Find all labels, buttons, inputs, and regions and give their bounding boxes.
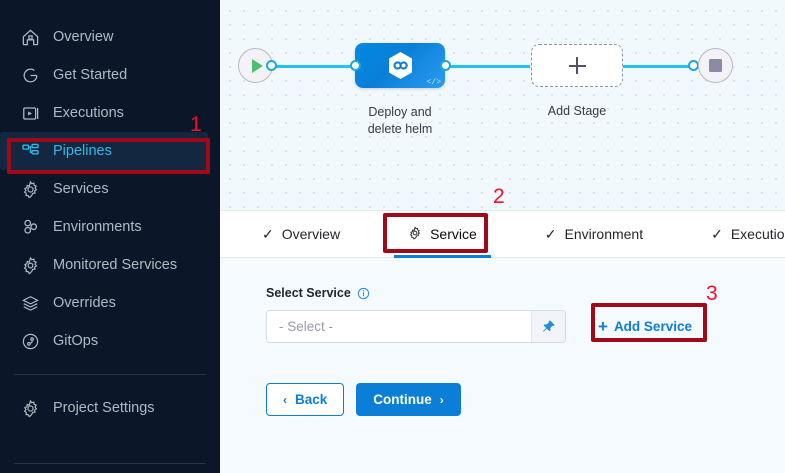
sidebar-item-pipelines[interactable]: Pipelines <box>0 132 208 170</box>
sidebar-item-overrides[interactable]: Overrides <box>0 284 220 322</box>
stage-output-port[interactable] <box>440 60 451 71</box>
check-icon: ✓ <box>262 226 274 242</box>
pipeline-graph: </> Deploy and delete helm Add Stage <box>220 0 785 170</box>
edge-stage-to-addstage <box>450 65 530 68</box>
tab-label: Execution <box>730 226 785 242</box>
add-stage-label: Add Stage <box>547 104 607 118</box>
select-service-field[interactable]: - Select - <box>266 310 566 343</box>
plus-icon <box>568 57 586 74</box>
monitored-gear-icon <box>20 255 40 275</box>
pipeline-nodes-icon <box>20 141 40 161</box>
gear-icon <box>20 398 40 418</box>
add-stage-button[interactable] <box>531 44 623 87</box>
gear-icon <box>20 179 40 199</box>
check-icon: ✓ <box>544 226 557 242</box>
sidebar-item-label: Project Settings <box>53 400 155 416</box>
play-icon <box>251 58 263 73</box>
tab-label: Environment <box>564 226 644 242</box>
select-service-label-row: Select Service <box>266 286 785 300</box>
pipeline-canvas[interactable]: </> Deploy and delete helm Add Stage <box>220 0 785 210</box>
sidebar-divider <box>14 374 206 375</box>
stage-input-port[interactable] <box>350 60 361 71</box>
sidebar-item-project-settings[interactable]: Project Settings <box>0 389 220 427</box>
service-form: Select Service - Select - <box>220 258 785 473</box>
sidebar-item-label: Environments <box>53 219 142 235</box>
pin-icon[interactable] <box>531 311 565 342</box>
back-button-label: Back <box>295 392 328 407</box>
add-service-label: Add Service <box>613 319 692 334</box>
sidebar-item-label: Get Started <box>53 67 128 83</box>
stop-icon <box>709 59 722 72</box>
stage-tabs: ✓ Overview Service ✓ Environment <box>220 210 785 258</box>
execution-play-box-icon <box>20 103 40 123</box>
sidebar-item-environments[interactable]: Environments <box>0 208 220 246</box>
tab-service[interactable]: Service <box>388 211 497 258</box>
continue-button-label: Continue <box>373 392 432 407</box>
tab-environment[interactable]: ✓ Environment <box>525 211 663 258</box>
environments-circles-icon <box>20 217 40 237</box>
sidebar-item-gitops[interactable]: GitOps <box>0 322 220 360</box>
sidebar-item-label: Executions <box>53 105 124 121</box>
stage-label-line1: Deploy and <box>368 105 432 119</box>
form-actions: ‹ Back Continue › <box>266 383 785 416</box>
add-service-button[interactable]: + Add Service <box>598 318 692 335</box>
chevron-left-icon: ‹ <box>283 392 287 407</box>
sidebar-bottom-divider <box>14 463 206 464</box>
back-button[interactable]: ‹ Back <box>266 383 345 416</box>
sidebar-item-label: GitOps <box>53 333 99 349</box>
sidebar-item-monitored-services[interactable]: Monitored Services <box>0 246 220 284</box>
tab-label: Service <box>430 226 477 242</box>
tab-overview[interactable]: ✓ Overview <box>242 211 360 258</box>
plus-icon: + <box>598 317 608 336</box>
main-content: </> Deploy and delete helm Add Stage <box>220 0 785 473</box>
sidebar-item-label: Services <box>53 181 109 197</box>
check-icon: ✓ <box>711 226 723 242</box>
tab-execution[interactable]: ✓ Execution <box>691 211 785 258</box>
stage-label-line2: delete helm <box>367 122 433 136</box>
tab-label: Overview <box>281 226 341 242</box>
edge-start-to-stage <box>272 65 392 68</box>
edge-addstage-to-end <box>623 65 693 68</box>
sidebar-item-executions[interactable]: Executions <box>0 94 220 132</box>
continue-button[interactable]: Continue › <box>356 383 461 416</box>
gitops-icon <box>20 331 40 351</box>
stage-node-deploy-and-delete-helm[interactable]: </> <box>355 43 445 88</box>
select-service-row: - Select - + Add Service <box>266 310 785 343</box>
sidebar-item-services[interactable]: Services <box>0 170 220 208</box>
pipeline-end-node[interactable] <box>698 48 733 83</box>
harness-cd-hexagon-icon <box>387 51 414 80</box>
chevron-right-icon: › <box>439 392 444 407</box>
info-icon[interactable] <box>357 287 370 300</box>
sidebar-item-label: Overrides <box>53 295 116 311</box>
sidebar-item-overview[interactable]: Overview <box>0 18 220 56</box>
select-service-label: Select Service <box>266 286 351 300</box>
select-service-input[interactable]: - Select - <box>267 311 531 342</box>
layers-icon <box>20 293 40 313</box>
sidebar-item-get-started[interactable]: Get Started <box>0 56 220 94</box>
gear-icon <box>408 226 422 242</box>
start-port[interactable] <box>266 60 277 71</box>
home-icon <box>20 27 40 47</box>
sidebar: Overview Get Started Executions <box>0 0 220 473</box>
sidebar-item-label: Monitored Services <box>53 257 178 273</box>
sidebar-item-label: Pipelines <box>53 143 112 159</box>
rocket-start-icon <box>20 65 40 85</box>
stage-code-badge: </> <box>426 78 441 87</box>
sidebar-item-label: Overview <box>53 29 114 45</box>
stage-node-label: Deploy and delete helm <box>325 104 475 138</box>
